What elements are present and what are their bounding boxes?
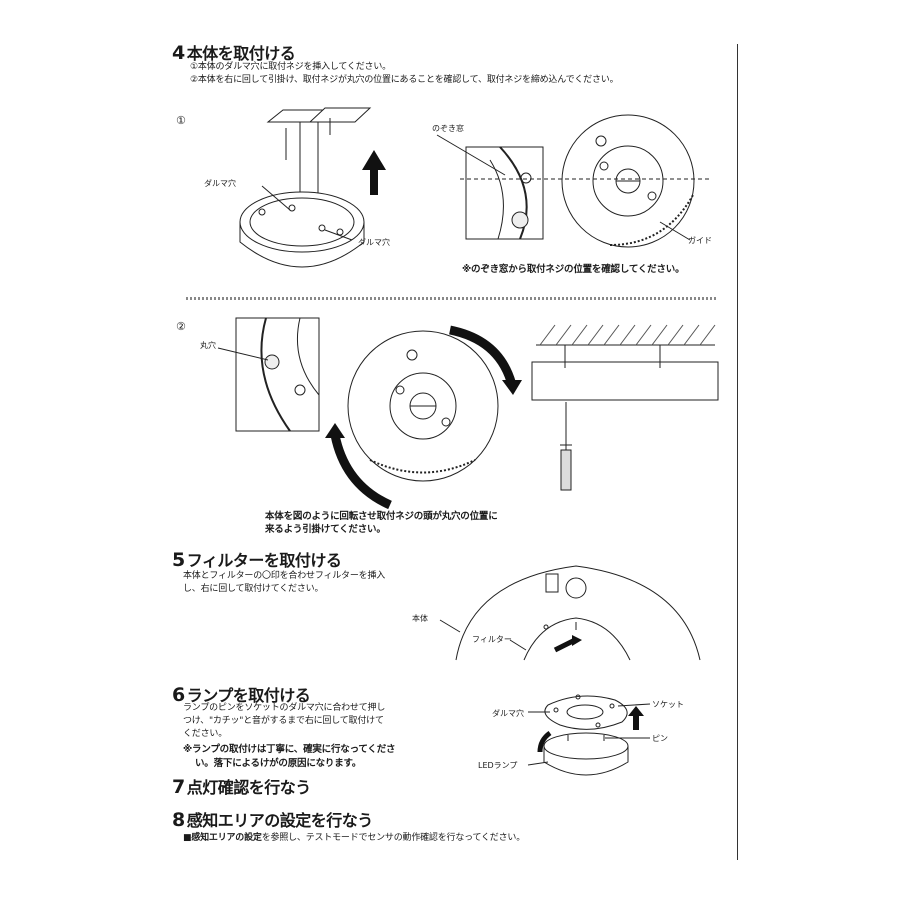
fig2-note-line1: 本体を図のように回転させ取付ネジの頭が丸穴の位置に [265, 511, 498, 522]
section-divider [186, 297, 718, 300]
step5-line2: し、右に回して取付けてください。 [183, 584, 324, 594]
fig6-label-socket: ソケット [652, 700, 684, 709]
step8-line1: ■感知エリアの設定を参照し、テストモードでセンサの動作確認を行なってください。 [183, 832, 525, 844]
step6-line1: ランプのピンをソケットのダルマ穴に合わせて押し [183, 703, 386, 713]
fig1-note: ※のぞき窓から取付ネジの位置を確認してください。 [462, 264, 685, 275]
step6-note-line2: い。落下によるけがの原因になります。 [195, 758, 362, 769]
fig1-label-nozoki: のぞき窓 [432, 124, 464, 133]
step5-line1: 本体とフィルターの〇印を合わせフィルターを挿入 [183, 571, 386, 581]
step7-number: 7 [172, 776, 185, 798]
page-right-rule [737, 44, 738, 860]
step5-title-text: フィルターを取付ける [186, 551, 342, 570]
fig6-label-daruma: ダルマ穴 [492, 709, 524, 718]
fig6-label-led: LEDランプ [478, 761, 518, 770]
step6-number: 6 [172, 684, 185, 706]
fig2-marker: ② [176, 320, 186, 333]
fig5-label-filter: フィルター [472, 635, 512, 644]
fig1-label-guide: ガイド [688, 236, 712, 245]
fig6-label-pin: ピン [652, 734, 668, 743]
step7-title-text: 点灯確認を行なう [186, 778, 312, 797]
step4-title-text: 本体を取付ける [186, 44, 296, 63]
step8-line1-bold: ■感知エリアの設定 [183, 833, 262, 843]
step8-title-text: 感知エリアの設定を行なう [186, 811, 374, 830]
step4-line1: ①本体のダルマ穴に取付ネジを挿入してください。 [190, 62, 391, 72]
fig2-note-line2: 来るよう引掛けてください。 [265, 524, 386, 535]
fig5-label-body: 本体 [412, 614, 428, 623]
step8-line1-rest: を参照し、テストモードでセンサの動作確認を行なってください。 [261, 833, 526, 843]
step4-line2: ②本体を右に回して引掛け、取付ネジが丸穴の位置にあることを確認して、取付ネジを締… [190, 75, 619, 85]
fig1-label-daruma-a: ダルマ穴 [204, 179, 236, 188]
fig1-label-daruma-b: ダルマ穴 [358, 238, 390, 247]
step8-number: 8 [172, 809, 185, 831]
step6-title-text: ランプを取付ける [186, 686, 311, 705]
fig1-marker: ① [176, 114, 186, 127]
step6-note-line1: ※ランプの取付けは丁寧に、確実に行なってくださ [183, 744, 396, 755]
fig2-label-maruana: 丸穴 [200, 341, 216, 350]
step6-line2: つけ、"カチッ"と音がするまで右に回して取付けて [183, 716, 384, 726]
step6-line3: ください。 [183, 729, 228, 739]
step5-number: 5 [172, 549, 185, 571]
step4-number: 4 [172, 42, 185, 64]
